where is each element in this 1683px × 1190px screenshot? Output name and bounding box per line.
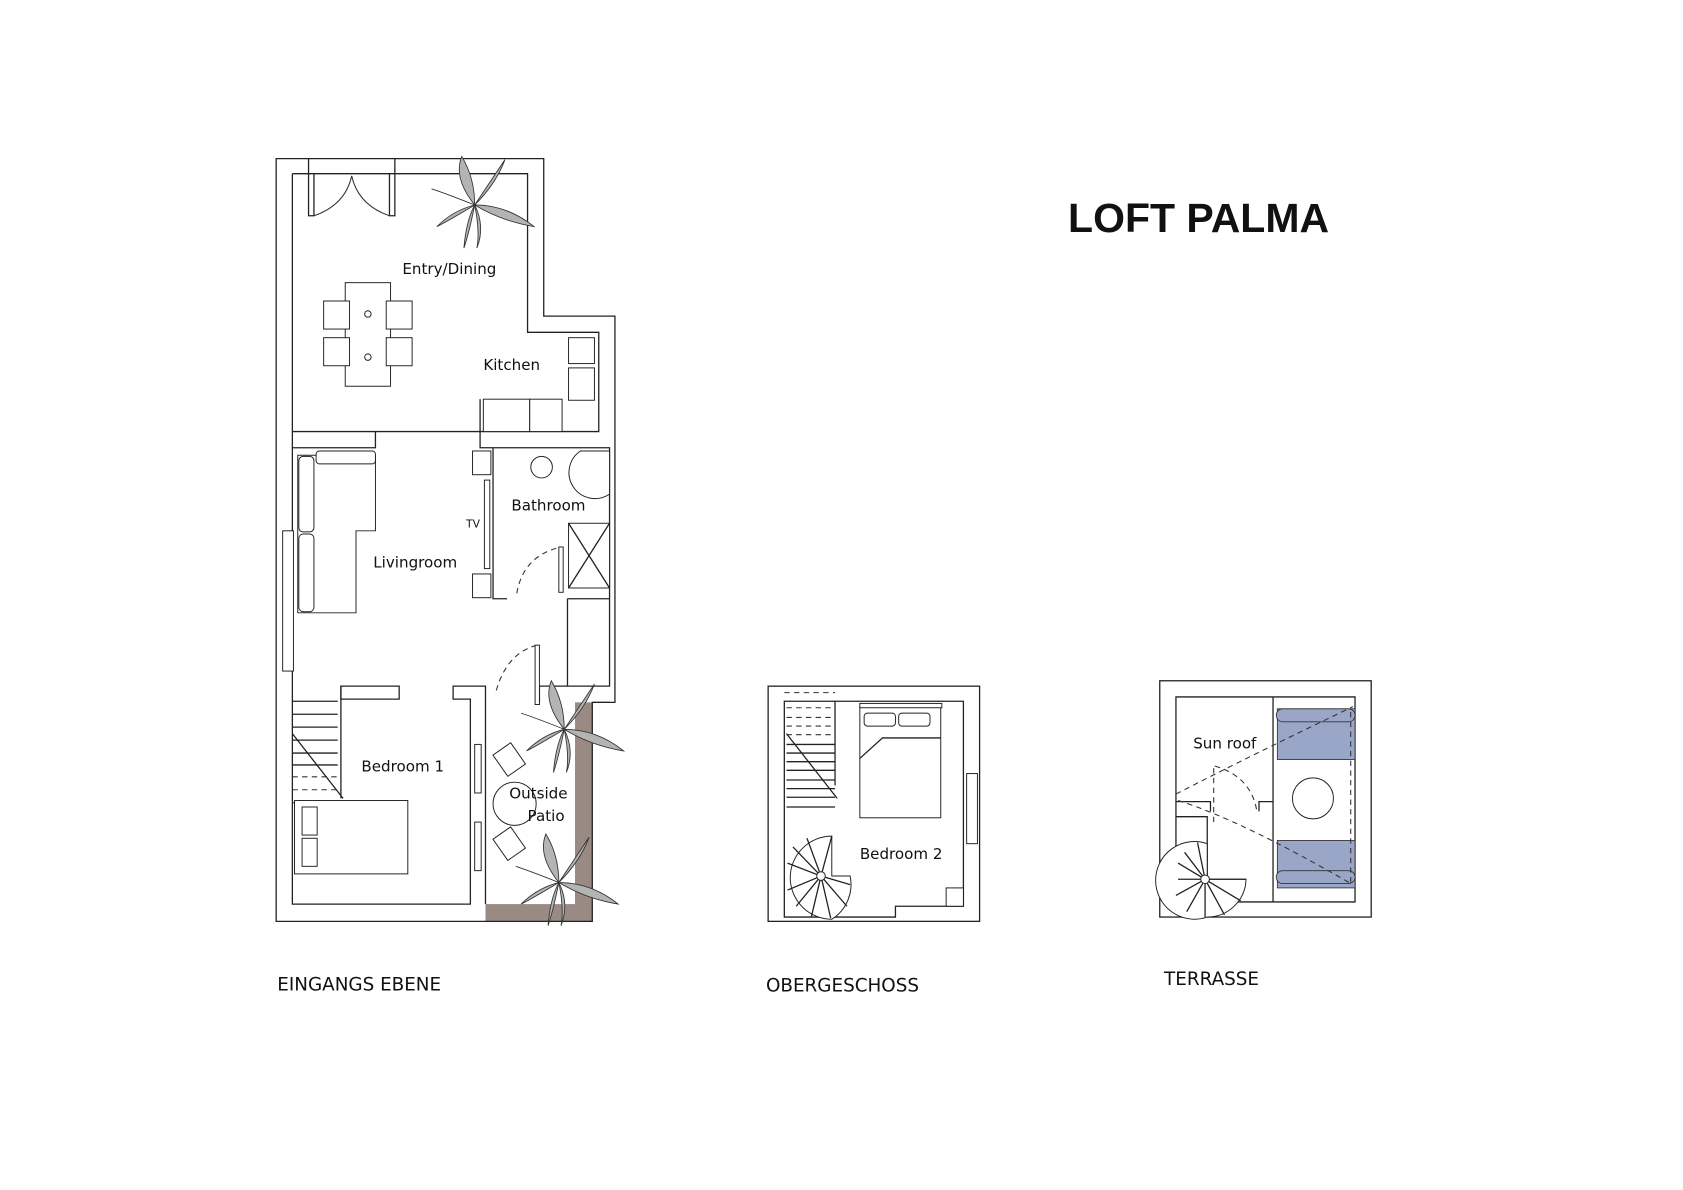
chair [385, 300, 413, 330]
palm-plant [431, 156, 535, 249]
spiral-staircase [1155, 841, 1247, 920]
room-label-sun-roof: Sun roof [1193, 735, 1257, 753]
staircase [784, 692, 838, 808]
upper-floor-plan: Bedroom 2 OBERGESCHOSS [766, 685, 981, 996]
room-label-bathroom: Bathroom [511, 496, 585, 514]
chair [323, 337, 351, 367]
chair [323, 300, 351, 330]
level-caption-terrace: TERRASSE [1163, 969, 1259, 990]
dining-table [344, 282, 392, 387]
tv-label: TV [465, 518, 481, 531]
level-caption-upper: OBERGESCHOSS [766, 975, 919, 996]
room-label-entry: Entry/Dining [402, 260, 496, 278]
spiral-staircase [787, 835, 852, 920]
ground-floor-plan: Entry/Dining Kitchen Bathroom Livingroom… [275, 156, 625, 995]
room-label-patio-2: Patio [528, 807, 565, 825]
patio-pavement [575, 702, 593, 922]
plan-title: LOFT PALMA [1068, 195, 1329, 241]
room-label-kitchen: Kitchen [483, 356, 540, 374]
room-label-patio: Outside [509, 784, 567, 802]
room-label-livingroom: Livingroom [373, 553, 457, 571]
chair [385, 337, 413, 367]
staircase [291, 686, 344, 804]
room-label-bedroom-2: Bedroom 2 [860, 845, 943, 863]
level-caption-ground: EINGANGS EBENE [277, 974, 441, 995]
round-table [1291, 777, 1334, 820]
terrace-plan: Sun roof TERRASSE [1155, 680, 1372, 990]
room-label-bedroom-1: Bedroom 1 [361, 757, 444, 775]
